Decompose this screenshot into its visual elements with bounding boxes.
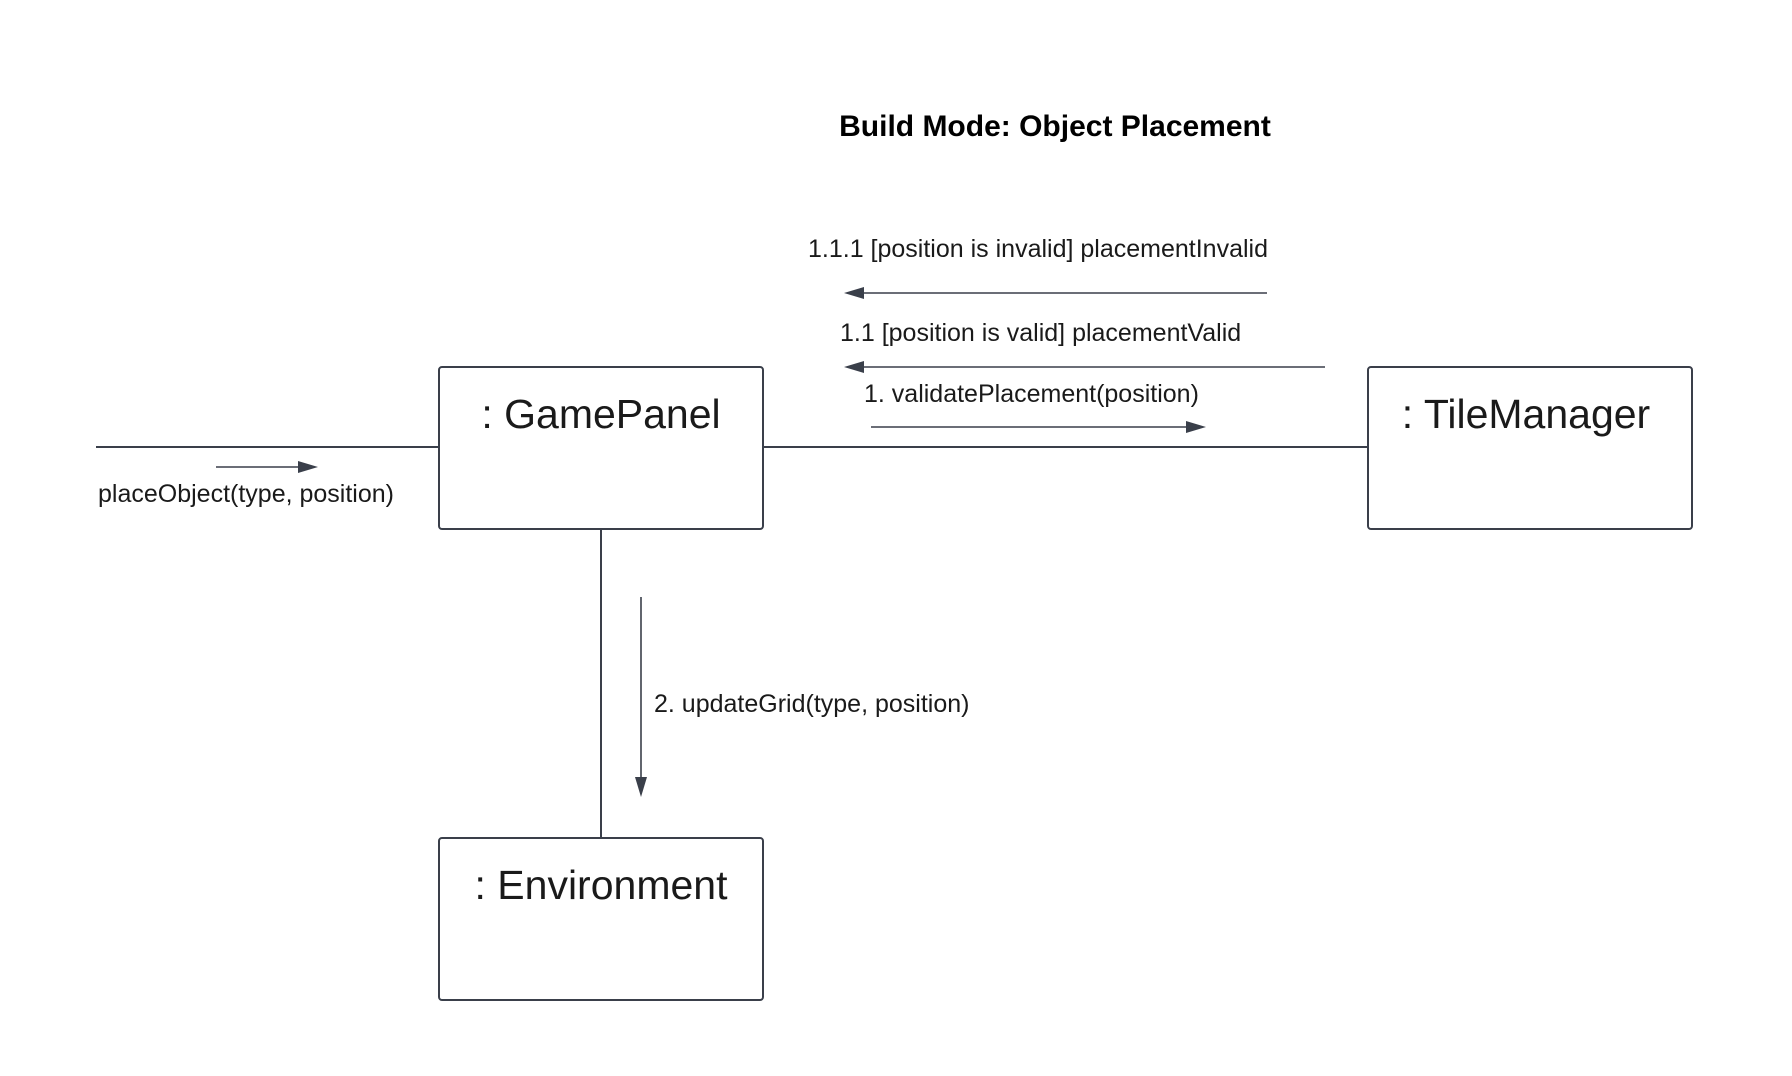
gamepanel-box: [438, 366, 764, 530]
message-update-grid: 2. updateGrid(type, position): [635, 597, 969, 797]
placement-valid-arrow-head: [844, 361, 864, 373]
place-object-arrow-head: [298, 461, 318, 473]
message-place-object: placeObject(type, position): [98, 461, 394, 508]
environment-label: : Environment: [475, 862, 729, 908]
update-grid-arrow-head: [635, 777, 647, 797]
placement-invalid-arrow-head: [844, 287, 864, 299]
diagram-title: Build Mode: Object Placement: [839, 110, 1271, 143]
tilemanager-label: : TileManager: [1402, 391, 1650, 437]
message-validate-placement: 1. validatePlacement(position): [864, 380, 1206, 433]
place-object-label: placeObject(type, position): [98, 480, 394, 508]
placement-invalid-label: 1.1.1 [position is invalid] placementInv…: [808, 235, 1268, 263]
update-grid-label: 2. updateGrid(type, position): [654, 690, 969, 718]
validate-placement-arrow-head: [1186, 421, 1206, 433]
message-placement-invalid: 1.1.1 [position is invalid] placementInv…: [808, 235, 1268, 299]
message-placement-valid: 1.1 [position is valid] placementValid: [840, 319, 1325, 373]
tilemanager-object[interactable]: : TileManager: [1367, 366, 1693, 530]
gamepanel-object[interactable]: : GamePanel: [438, 366, 764, 530]
environment-box: [438, 837, 764, 1001]
placement-valid-label: 1.1 [position is valid] placementValid: [840, 319, 1241, 347]
validate-placement-label: 1. validatePlacement(position): [864, 380, 1199, 408]
tilemanager-box: [1367, 366, 1693, 530]
environment-object[interactable]: : Environment: [438, 837, 764, 1001]
gamepanel-label: : GamePanel: [481, 391, 720, 437]
